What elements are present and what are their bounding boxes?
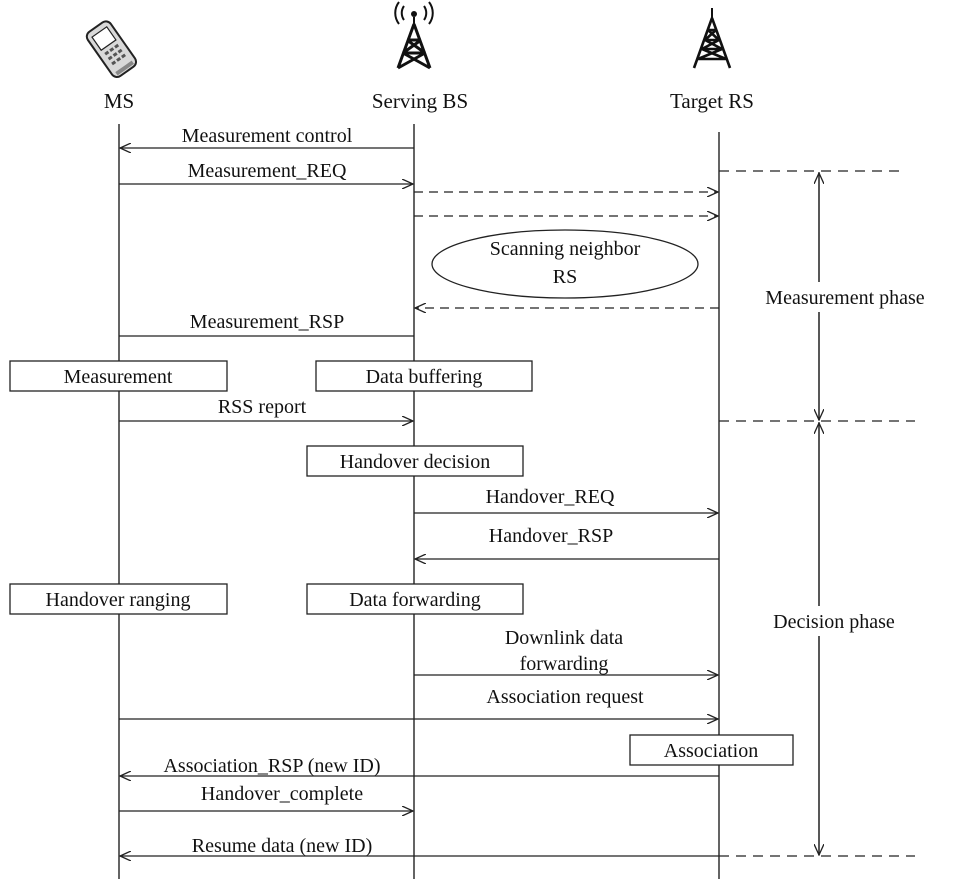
svg-text:Measurement: Measurement bbox=[64, 366, 173, 388]
svg-text:Resume data (new ID): Resume data (new ID) bbox=[192, 835, 373, 857]
svg-text:Measurement_REQ: Measurement_REQ bbox=[188, 160, 347, 182]
svg-text:Association: Association bbox=[664, 740, 758, 762]
scanning-neighbor-ellipse: Scanning neighbor RS bbox=[431, 229, 699, 299]
participant-target-rs-label: Target RS bbox=[670, 89, 754, 113]
tower-icon bbox=[692, 8, 732, 69]
svg-text:Handover_RSP: Handover_RSP bbox=[489, 525, 613, 547]
svg-text:Handover_complete: Handover_complete bbox=[201, 783, 363, 805]
message-handover-complete: Handover_complete bbox=[119, 783, 413, 811]
svg-text:RS: RS bbox=[553, 266, 577, 288]
measurement-phase-label: Measurement phase bbox=[765, 287, 925, 309]
svg-text:Association request: Association request bbox=[486, 686, 644, 708]
message-downlink-data-forwarding: Downlink data forwarding bbox=[414, 627, 718, 675]
svg-text:Data buffering: Data buffering bbox=[366, 366, 483, 388]
message-rss-report: RSS report bbox=[119, 396, 413, 421]
svg-text:Handover ranging: Handover ranging bbox=[46, 589, 191, 611]
participant-ms-label: MS bbox=[104, 89, 134, 113]
antenna-tower-icon bbox=[394, 1, 434, 70]
message-measurement-rsp: Measurement_RSP bbox=[119, 311, 414, 337]
svg-text:Data forwarding: Data forwarding bbox=[349, 589, 481, 611]
decision-phase-label: Decision phase bbox=[773, 611, 895, 633]
svg-text:Handover_REQ: Handover_REQ bbox=[486, 486, 615, 508]
message-resume-data: Resume data (new ID) bbox=[120, 835, 719, 857]
svg-text:Scanning neighbor: Scanning neighbor bbox=[490, 238, 641, 260]
data-forwarding-box: Data forwarding bbox=[306, 583, 524, 615]
svg-text:Measurement control: Measurement control bbox=[182, 125, 353, 147]
message-association-rsp: Association_RSP (new ID) bbox=[120, 755, 719, 777]
svg-text:Association_RSP (new ID): Association_RSP (new ID) bbox=[163, 755, 380, 777]
measurement-box: Measurement bbox=[9, 360, 228, 392]
association-box: Association bbox=[629, 734, 794, 766]
message-handover-rsp: Handover_RSP bbox=[415, 525, 719, 559]
svg-text:RSS report: RSS report bbox=[218, 396, 307, 418]
svg-text:Measurement_RSP: Measurement_RSP bbox=[190, 311, 344, 333]
handover-decision-box: Handover decision bbox=[306, 445, 524, 477]
participant-serving-bs-label: Serving BS bbox=[372, 89, 468, 113]
svg-text:Downlink data: Downlink data bbox=[505, 627, 623, 649]
message-measurement-control: Measurement control bbox=[120, 125, 414, 148]
svg-text:Handover decision: Handover decision bbox=[340, 451, 491, 473]
handover-ranging-box: Handover ranging bbox=[9, 583, 228, 615]
data-buffering-box: Data buffering bbox=[315, 360, 533, 392]
message-association-request: Association request bbox=[119, 686, 718, 719]
svg-text:forwarding: forwarding bbox=[520, 653, 609, 675]
mobile-phone-icon bbox=[85, 20, 138, 78]
message-handover-req: Handover_REQ bbox=[414, 486, 718, 513]
message-measurement-req: Measurement_REQ bbox=[119, 160, 413, 184]
